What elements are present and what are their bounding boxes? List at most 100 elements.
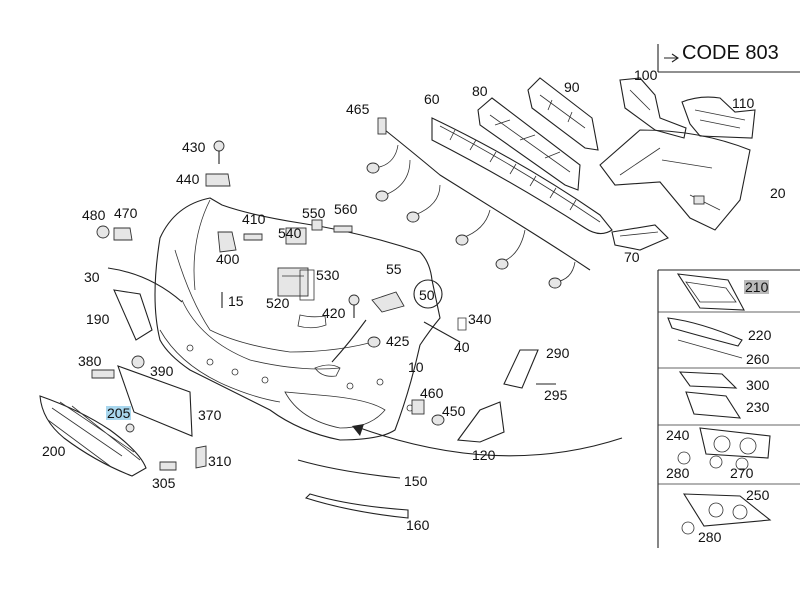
screw-450 <box>431 414 445 426</box>
bolt-380 <box>91 369 115 379</box>
part-label-220: 220 <box>748 327 772 343</box>
part-label-425: 425 <box>386 333 410 349</box>
bracket-100 <box>619 77 687 139</box>
side-bracket-20 <box>599 129 751 231</box>
part-label-295: 295 <box>544 387 568 403</box>
part-label-410: 410 <box>242 211 266 227</box>
part-label-60: 60 <box>424 91 440 107</box>
part-label-260: 260 <box>746 351 770 367</box>
variant-210 <box>676 273 745 311</box>
part-label-300: 300 <box>746 377 770 393</box>
part-label-30: 30 <box>84 269 100 285</box>
part-label-230: 230 <box>746 399 770 415</box>
trim-strip-150 <box>297 459 401 479</box>
plate-370 <box>117 365 193 437</box>
part-label-15: 15 <box>228 293 244 309</box>
part-label-120: 120 <box>472 447 496 463</box>
part-label-550: 550 <box>302 205 326 221</box>
part-label-50: 50 <box>419 287 435 303</box>
part-label-460: 460 <box>420 385 444 401</box>
part-label-305: 305 <box>152 475 176 491</box>
part-label-55: 55 <box>386 261 402 277</box>
clip-550 <box>311 219 323 231</box>
part-label-40: 40 <box>454 339 470 355</box>
big-arrow-120 <box>359 427 623 457</box>
clip-460 <box>411 399 425 415</box>
trim-strip-160 <box>304 493 409 519</box>
screw-410 <box>243 233 263 241</box>
variant-240 <box>677 427 771 471</box>
variant-300 <box>678 371 742 419</box>
part-label-310: 310 <box>208 453 232 469</box>
part-label-250: 250 <box>746 487 770 503</box>
part-label-480: 480 <box>82 207 106 223</box>
screw-430 <box>213 140 225 164</box>
bracket-70 <box>611 224 669 251</box>
part-label-90: 90 <box>564 79 580 95</box>
bracket-90 <box>527 77 599 151</box>
part-label-240: 240 <box>666 427 690 443</box>
part-label-290: 290 <box>546 345 570 361</box>
bumper-cover-10 <box>154 197 441 441</box>
code-arrow-icon <box>664 53 679 63</box>
part-label-560: 560 <box>334 201 358 217</box>
part-label-340: 340 <box>468 311 492 327</box>
module-540 <box>285 227 307 245</box>
part-label-160: 160 <box>406 517 430 533</box>
code-label: CODE 803 <box>682 42 779 64</box>
part-label-20: 20 <box>770 185 786 201</box>
bracket-120 <box>456 401 505 443</box>
screw-560 <box>333 225 353 233</box>
bracket-110 <box>681 96 756 139</box>
part-label-465: 465 <box>346 101 370 117</box>
absorber-60 <box>431 117 613 235</box>
part-label-280-a: 280 <box>666 465 690 481</box>
bracket-310 <box>195 445 207 469</box>
bolt-305 <box>159 461 177 471</box>
sensor-400 <box>217 231 237 253</box>
grommet-480 <box>96 225 110 239</box>
wiring-harness-465 <box>366 117 591 289</box>
part-label-150: 150 <box>404 473 428 489</box>
part-label-10: 10 <box>408 359 424 375</box>
part-label-440: 440 <box>176 171 200 187</box>
part-label-520: 520 <box>266 295 290 311</box>
clip-440 <box>205 173 231 187</box>
detail-circle-50 <box>413 279 443 309</box>
part-label-530: 530 <box>316 267 340 283</box>
bracket-190 <box>113 289 153 341</box>
variant-250 <box>681 493 772 535</box>
part-label-380: 380 <box>78 353 102 369</box>
bracket-80 <box>477 97 581 191</box>
part-label-200: 200 <box>42 443 66 459</box>
part-label-205: 205 <box>106 405 132 421</box>
clip-425 <box>367 336 381 348</box>
part-label-430: 430 <box>182 139 206 155</box>
part-label-110: 110 <box>732 95 755 111</box>
trim-340 <box>457 317 467 331</box>
part-label-540: 540 <box>278 225 302 241</box>
part-label-370: 370 <box>198 407 222 423</box>
variant-220 <box>667 317 743 359</box>
part-label-390: 390 <box>150 363 174 379</box>
bracket-530 <box>299 269 315 301</box>
trim-strip-40 <box>423 321 461 343</box>
part-label-100: 100 <box>634 67 658 83</box>
grille-200 <box>39 395 147 477</box>
clip-205 <box>125 423 135 433</box>
part-label-400: 400 <box>216 251 240 267</box>
curved-arrow-30 <box>107 267 183 303</box>
part-label-420: 420 <box>322 305 346 321</box>
bolt-420 <box>348 294 360 318</box>
part-label-280-b: 280 <box>698 529 722 545</box>
part-label-450: 450 <box>442 403 466 419</box>
part-label-70: 70 <box>624 249 640 265</box>
nut-390 <box>131 355 145 369</box>
trim-290 <box>503 349 539 389</box>
curved-arrow-420 <box>331 319 367 363</box>
sensor-holder-470 <box>113 227 133 241</box>
bracket-55 <box>371 291 405 313</box>
part-label-80: 80 <box>472 83 488 99</box>
